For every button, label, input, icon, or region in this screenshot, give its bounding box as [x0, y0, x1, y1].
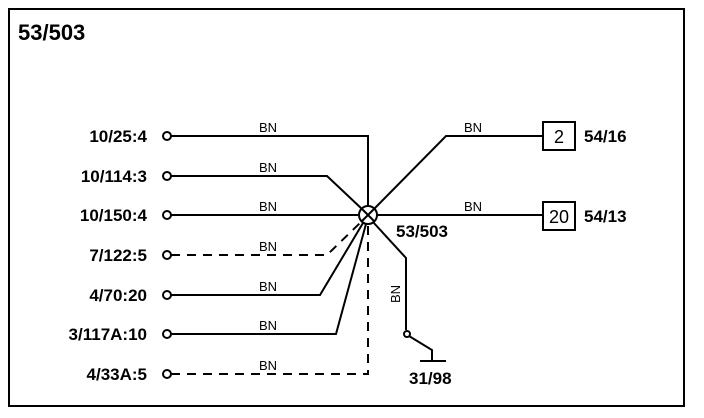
connector-label: 10/25:4 [89, 127, 147, 146]
connector-pin[interactable] [162, 250, 172, 260]
ground-label: 31/98 [409, 369, 452, 388]
connector-pin[interactable] [162, 171, 172, 181]
wire[interactable] [171, 175, 363, 210]
wire[interactable] [171, 222, 364, 296]
connector-label: 54/13 [584, 207, 627, 226]
wire-color-label: BN [259, 318, 277, 333]
wire[interactable] [373, 135, 543, 210]
connector-pin[interactable] [162, 210, 172, 220]
wire-color-label: BN [464, 199, 482, 214]
wire[interactable] [171, 135, 369, 206]
diagram-title: 53/503 [18, 20, 85, 45]
diagram-frame [8, 8, 685, 407]
wire[interactable] [171, 221, 362, 256]
wire-color-label: BN [259, 199, 277, 214]
connector-pin[interactable] [162, 131, 172, 141]
connector-box[interactable] [542, 201, 576, 231]
connector-label: 7/122:5 [89, 246, 147, 265]
wire-color-label: BN [464, 120, 482, 135]
connector-label: 3/117A:10 [69, 325, 147, 344]
ground-wire-color-label: BN [388, 285, 403, 303]
wire-color-label: BN [259, 239, 277, 254]
splice-symbol[interactable] [358, 205, 378, 225]
connector-pin[interactable] [162, 329, 172, 339]
ground-switch [408, 335, 433, 361]
connector-label: 4/70:20 [89, 286, 147, 305]
connector-label: 54/16 [584, 127, 627, 146]
wire-color-label: BN [259, 160, 277, 175]
wire-color-label: BN [259, 120, 277, 135]
wire-color-label: BN [259, 358, 277, 373]
wire-color-label: BN [259, 279, 277, 294]
connector-label: 10/114:3 [81, 167, 147, 186]
splice-label: 53/503 [396, 222, 448, 241]
wire[interactable] [171, 223, 367, 335]
wire[interactable] [171, 225, 369, 375]
connector-label: 10/150:4 [80, 206, 148, 225]
connector-label: 4/33A:5 [87, 365, 147, 384]
ground-pin[interactable] [403, 330, 411, 338]
connector-pin[interactable] [162, 369, 172, 379]
ground-wire[interactable] [372, 221, 407, 330]
connector-box-number: 2 [554, 127, 564, 147]
connector-box-number: 20 [549, 207, 569, 227]
connector-box[interactable] [542, 121, 576, 151]
connector-pin[interactable] [162, 290, 172, 300]
